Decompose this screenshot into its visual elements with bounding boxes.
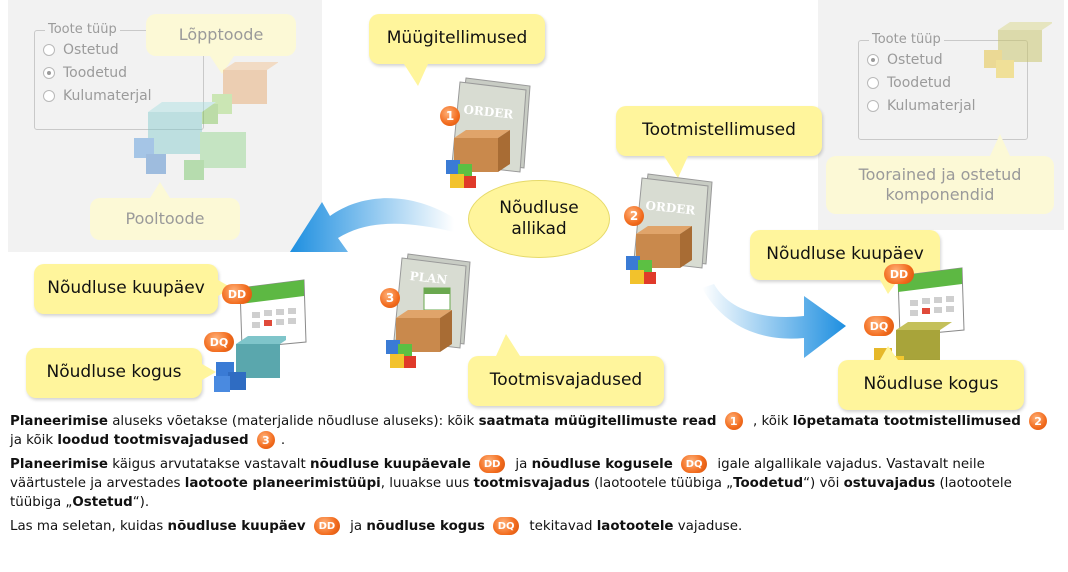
radio-icon xyxy=(43,90,55,102)
left-radio-ostetud: Ostetud xyxy=(43,40,203,60)
left-flow-arrow xyxy=(290,198,454,252)
right-flow-arrow xyxy=(702,284,846,358)
radio-selected-icon xyxy=(43,67,55,79)
callout-tail xyxy=(210,56,234,74)
sales-order-doc-title: ORDER xyxy=(463,102,515,121)
inline-dq-badge: DQ xyxy=(493,517,520,535)
sales-orders-callout: Müügitellimused xyxy=(369,14,545,64)
inline-dd-badge: DD xyxy=(313,517,340,535)
left-dd-badge: DD xyxy=(222,284,252,304)
inline-badge-3: 3 xyxy=(256,431,275,449)
left-radio-kulumaterjal: Kulumaterjal xyxy=(43,86,203,106)
sales-order-document-icon: ORDER xyxy=(446,77,531,188)
production-orders-callout: Tootmistellimused xyxy=(616,106,822,156)
source-2-badge: 2 xyxy=(624,206,644,226)
callout-tail xyxy=(880,346,898,360)
inline-badge-1: 1 xyxy=(724,412,743,430)
production-needs-callout: Tootmisvajadused xyxy=(468,356,664,406)
left-calendar-icon xyxy=(239,279,307,349)
production-order-document-icon: ORDER xyxy=(626,173,713,284)
right-dq-badge: DQ xyxy=(864,316,894,336)
explanation-text: Planeerimise aluseks võetakse (materjali… xyxy=(10,412,1060,541)
source-1-badge: 1 xyxy=(440,106,460,126)
callout-tail xyxy=(150,182,170,198)
inline-dq-badge: DQ xyxy=(681,455,708,473)
callout-tail xyxy=(496,334,520,356)
demand-sources-oval: Nõudluse allikad xyxy=(468,180,610,258)
radio-selected-icon xyxy=(867,54,879,66)
right-dd-badge: DD xyxy=(884,264,914,284)
source-3-badge: 3 xyxy=(380,288,400,308)
left-faded-boxes-icon xyxy=(134,62,278,180)
paragraph-1: Planeerimise aluseks võetakse (materjali… xyxy=(10,412,1060,450)
right-product-type-group: Toote tüüp Ostetud Toodetud Kulumaterjal xyxy=(858,32,1028,140)
production-order-doc-title: ORDER xyxy=(645,198,697,217)
radio-icon xyxy=(867,77,879,89)
paragraph-2: Planeerimise käigus arvutatakse vastaval… xyxy=(10,455,1012,510)
inline-dd-badge: DD xyxy=(479,455,506,473)
right-radio-toodetud: Toodetud xyxy=(867,73,1027,93)
left-radio-toodetud: Toodetud xyxy=(43,63,203,83)
raw-materials-callout: Toorained ja ostetud komponendid xyxy=(826,156,1054,214)
callout-tail xyxy=(202,364,216,380)
right-calendar-icon xyxy=(897,267,965,337)
left-product-type-group: Toote tüüp Ostetud Toodetud Kulumaterjal xyxy=(34,22,204,130)
right-radio-kulumaterjal: Kulumaterjal xyxy=(867,96,1027,116)
right-faded-boxes-icon xyxy=(984,22,1052,78)
radio-icon xyxy=(867,100,879,112)
radio-icon xyxy=(43,44,55,56)
callout-tail xyxy=(404,64,428,86)
right-demand-qty-callout: Nõudluse kogus xyxy=(838,360,1024,410)
paragraph-3: Las ma seletan, kuidas nõudluse kuupäev … xyxy=(10,517,743,535)
production-plan-document-icon: PLAN xyxy=(386,253,471,368)
right-product-type-legend: Toote tüüp xyxy=(869,32,944,47)
right-radio-ostetud: Ostetud xyxy=(867,50,1027,70)
left-box-icon xyxy=(214,336,286,392)
callout-tail xyxy=(990,134,1010,156)
finished-product-callout: Lõpptoode xyxy=(146,14,296,56)
left-demand-qty-callout: Nõudluse kogus xyxy=(26,348,202,398)
semi-finished-callout: Pooltoode xyxy=(90,198,240,240)
inline-badge-2: 2 xyxy=(1029,412,1048,430)
production-plan-doc-title: PLAN xyxy=(409,269,448,287)
left-product-type-legend: Toote tüüp xyxy=(45,22,120,37)
callout-tail xyxy=(664,156,688,178)
left-demand-date-callout: Nõudluse kuupäev xyxy=(34,264,218,314)
left-dq-badge: DQ xyxy=(204,332,234,352)
